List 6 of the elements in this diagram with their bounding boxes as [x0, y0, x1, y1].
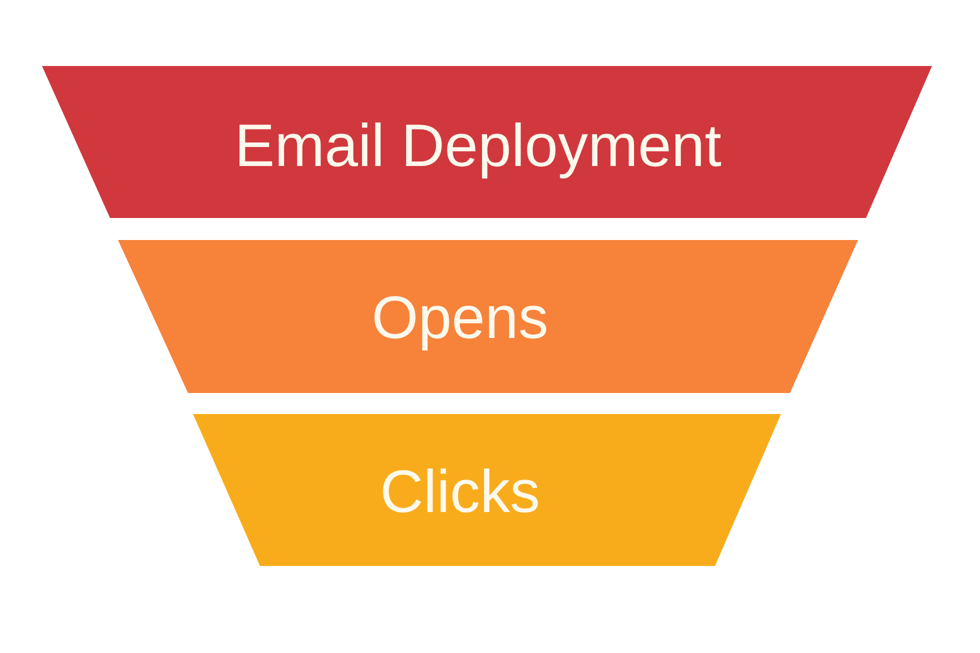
- funnel-stage: [118, 240, 858, 393]
- funnel-stage: [193, 414, 781, 566]
- stage-label: Opens: [372, 288, 548, 348]
- stage-label: Clicks: [380, 462, 540, 522]
- funnel-stage: [42, 66, 932, 218]
- stage-label: Email Deployment: [234, 116, 722, 176]
